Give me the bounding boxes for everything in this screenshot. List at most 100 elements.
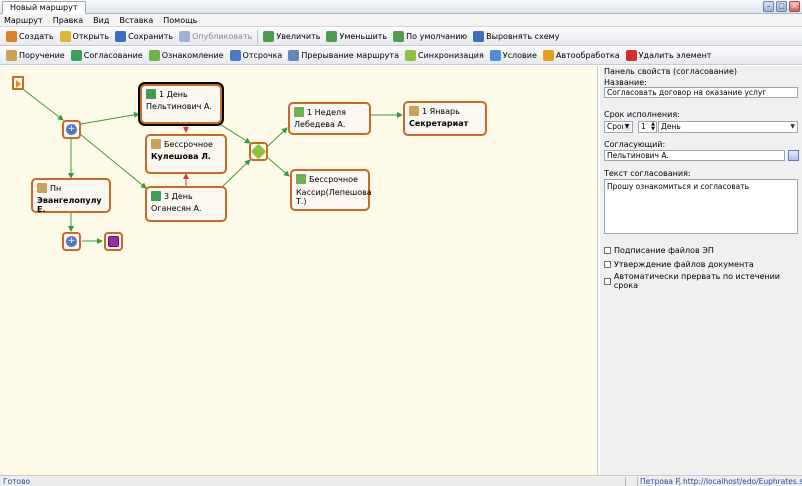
- address-book-icon[interactable]: [788, 150, 799, 161]
- text-label: Текст согласования:: [604, 169, 691, 178]
- toolbar-button-save[interactable]: Сохранить: [112, 29, 176, 45]
- properties-panel: Панель свойств (согласование) Название: …: [600, 66, 802, 475]
- split-gate[interactable]: +: [62, 120, 81, 139]
- end-point[interactable]: [104, 232, 123, 251]
- toolbar-button-label: Автообработка: [555, 51, 620, 60]
- status-bar: Готово Петрова Р. http://localhost/edo/E…: [0, 475, 802, 486]
- flow-start-to-split: [23, 89, 64, 121]
- menu-bar: Маршрут Правка Вид Вставка Помощь: [0, 14, 802, 27]
- toolbar-button-sync[interactable]: Синхронизация: [402, 48, 487, 64]
- node-term: 1 Неделя: [307, 107, 346, 117]
- node-assignee: Пельтинович А.: [146, 102, 212, 111]
- auto-break-checkbox[interactable]: Автоматически прервать по истечении срок…: [604, 272, 802, 290]
- toolbar-button-label: Удалить элемент: [638, 51, 712, 60]
- approval-text-value: Прошу ознакомиться и согласовать: [607, 182, 750, 191]
- stepper-arrows-icon[interactable]: ▲▼: [651, 121, 655, 132]
- node-term: 1 Январь: [422, 106, 460, 116]
- route-node-endless2[interactable]: Бессрочное Кассир(Лепешова Т.): [290, 169, 372, 211]
- toolbar-button-label: Поручение: [19, 51, 65, 60]
- toolbar-button-label: Уменьшить: [339, 32, 388, 41]
- minimize-icon[interactable]: –: [763, 1, 774, 12]
- toolbar-button-open-folder[interactable]: Открыть: [57, 29, 113, 45]
- acquaint-icon: [148, 50, 160, 61]
- route-node-day3[interactable]: 3 День Оганесян А.: [145, 186, 227, 222]
- deadline-count-value: 1: [641, 122, 646, 131]
- sync-gate[interactable]: [249, 142, 268, 161]
- save-icon: [115, 31, 127, 42]
- flow-day3-to-sync: [221, 159, 251, 188]
- toolbar-button-label: Увеличить: [276, 32, 321, 41]
- checkbox-box[interactable]: [604, 261, 611, 268]
- approval-icon: [146, 89, 156, 99]
- deadline-count-stepper[interactable]: 1 ▲▼: [638, 121, 657, 133]
- menu-view[interactable]: Вид: [93, 15, 110, 25]
- sign-files-checkbox[interactable]: Подписание файлов ЭП: [604, 246, 714, 255]
- checkbox-box[interactable]: [604, 277, 611, 285]
- zoom-in-icon: [263, 31, 275, 42]
- toolbar-separator: [257, 29, 259, 44]
- route-canvas[interactable]: + + Пн Эвангелопулу Е. 1 День Пельтинови…: [0, 66, 598, 475]
- toolbar-button-label: Создать: [19, 32, 54, 41]
- node-assignee: Оганесян А.: [151, 204, 202, 213]
- approval-text-area[interactable]: Прошу ознакомиться и согласовать: [604, 179, 798, 234]
- toolbar-button-publish[interactable]: Опубликовать: [176, 29, 255, 45]
- toolbar-button-condition[interactable]: Условие: [487, 48, 540, 64]
- toolbar-button-task[interactable]: Поручение: [3, 48, 68, 64]
- window-controls: – □ ×: [763, 1, 800, 12]
- toolbar-button-zoom-default[interactable]: По умолчанию: [390, 29, 470, 45]
- acquaint-icon: [294, 107, 304, 117]
- start-point-icon[interactable]: [12, 76, 24, 90]
- toolbar-button-delete-element[interactable]: Удалить элемент: [623, 48, 715, 64]
- node-assignee: Эвангелопулу Е.: [37, 196, 102, 214]
- toolbar-button-label: Открыть: [72, 32, 110, 41]
- toolbar-button-acquaint[interactable]: Ознакомление: [146, 48, 227, 64]
- menu-edit[interactable]: Правка: [52, 15, 84, 25]
- route-node-jan1[interactable]: 1 Январь Секретариат: [403, 101, 487, 136]
- route-node-day1[interactable]: 1 День Пельтинович А.: [140, 84, 222, 124]
- close-icon[interactable]: ×: [789, 1, 800, 12]
- status-text: Готово: [3, 477, 31, 486]
- toolbar-button-create[interactable]: Создать: [3, 29, 57, 45]
- toolbar-button-approval[interactable]: Согласование: [68, 48, 146, 64]
- document-tab[interactable]: Новый маршрут: [2, 1, 86, 14]
- status-url[interactable]: http://localhost/edo/Euphrates.svc/: [683, 477, 802, 486]
- acquaint-icon: [296, 174, 306, 184]
- node-assignee: Кулешова Л.: [151, 152, 211, 161]
- toolbar-button-label: Ознакомление: [161, 51, 224, 60]
- checkbox-label: Утверждение файлов документа: [614, 260, 754, 269]
- toolbar-button-label: По умолчанию: [406, 32, 468, 41]
- menu-insert[interactable]: Вставка: [119, 15, 154, 25]
- toolbar-button-align-scheme[interactable]: Выровнять схему: [470, 29, 562, 45]
- status-user: Петрова Р.: [640, 477, 683, 486]
- toolbar-button-auto-process[interactable]: Автообработка: [540, 48, 623, 64]
- toolbar-button-label: Выровнять схему: [486, 32, 560, 41]
- node-term: Бессрочное: [309, 174, 358, 184]
- approver-input[interactable]: Пельтинович А.: [604, 150, 785, 161]
- delete-element-icon: [625, 50, 637, 61]
- route-node-endless1[interactable]: Бессрочное Кулешова Л.: [145, 134, 227, 174]
- checkbox-box[interactable]: [604, 247, 611, 254]
- route-node-week1[interactable]: 1 Неделя Лебедева А.: [288, 102, 371, 135]
- menu-route[interactable]: Маршрут: [4, 15, 43, 25]
- toolbar-button-route-break[interactable]: Прерывание маршрута: [285, 48, 402, 64]
- align-scheme-icon: [473, 31, 485, 42]
- condition-icon: [489, 50, 501, 61]
- toolbar-button-label: Согласование: [83, 51, 143, 60]
- route-node-pn[interactable]: Пн Эвангелопулу Е.: [31, 178, 111, 214]
- deadline-unit-select[interactable]: День ▼: [658, 121, 798, 133]
- approve-files-checkbox[interactable]: Утверждение файлов документа: [604, 260, 754, 269]
- join-gate[interactable]: +: [62, 232, 81, 251]
- toolbar-button-zoom-in[interactable]: Увеличить: [260, 29, 323, 45]
- menu-help[interactable]: Помощь: [163, 15, 198, 25]
- restore-icon[interactable]: □: [776, 1, 787, 12]
- toolbar-button-label: Синхронизация: [417, 51, 484, 60]
- toolbar-button-delay[interactable]: Отсрочка: [227, 48, 286, 64]
- toolbar-button-zoom-out[interactable]: Уменьшить: [323, 29, 390, 45]
- name-input[interactable]: Согласовать договор на оказание услуг: [604, 87, 798, 98]
- checkbox-label: Подписание файлов ЭП: [614, 246, 714, 255]
- deadline-type-select[interactable]: Срок ▼: [604, 121, 633, 133]
- panel-header: Панель свойств (согласование): [604, 67, 737, 76]
- node-assignee: Кассир(Лепешова Т.): [296, 188, 372, 206]
- flow-split-to-day1: [80, 111, 140, 125]
- deadline-label: Срок исполнения:: [604, 110, 680, 119]
